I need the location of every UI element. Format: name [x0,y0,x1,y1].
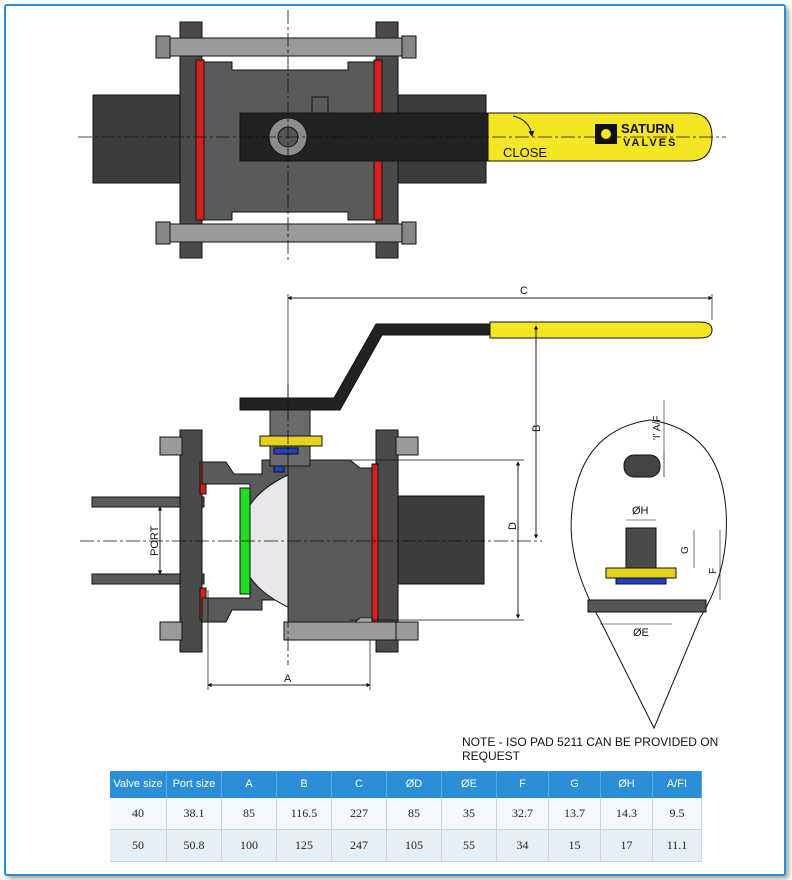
section-body-right [287,459,373,627]
header-c: C [331,771,387,798]
dim-f-label: F [708,568,719,574]
cell: 227 [331,798,387,830]
top-bolt-upper [159,37,413,57]
brand-name: SATURN [621,121,674,136]
cell: 34 [496,829,549,862]
dim-c-label: C [520,285,528,297]
header-valve-size: Valve size [110,771,167,798]
spec-table: Valve size Port size A B C ØD ØE F G ØH … [110,771,702,862]
top-bolt-lower [159,223,413,243]
cell: 14.3 [600,798,653,830]
cell: 116.5 [276,798,332,830]
top-view [92,21,713,259]
table-row: 40 38.1 85 116.5 227 85 35 32.7 13.7 14.… [110,798,702,830]
cell: 85 [221,798,277,830]
dim-a-label: A [284,673,292,685]
cell: 40 [110,798,167,830]
cell: 85 [386,798,442,830]
cell: 15 [548,829,601,862]
brand-subname: VALVES [623,137,677,149]
dim-g-label: G [680,546,691,554]
header-port-size: Port size [166,771,222,798]
dim-h-label: ØH [632,505,649,517]
cell: 125 [276,829,332,862]
cell: 247 [331,829,387,862]
header-g: G [548,771,601,798]
section-pipe-left-top [91,496,205,508]
cell: 9.5 [652,798,702,830]
dimension-lines [157,294,713,690]
dim-d-label: D [507,522,519,530]
dim-af-label: 'I' A/F [652,416,663,440]
close-arrow-icon [512,115,535,137]
cell: 32.7 [496,798,549,830]
section-handle-arm [239,323,493,411]
cell: 35 [441,798,497,830]
dim-b-label: B [531,425,543,432]
header-f: F [496,771,549,798]
port-label: PORT [149,525,161,556]
iso-note: NOTE - ISO PAD 5211 CAN BE PROVIDED ON R… [462,735,719,763]
section-view [91,321,713,653]
header-d: ØD [386,771,442,798]
header-afi: A/FI [652,771,702,798]
header-a: A [221,771,277,798]
dim-e-label: ØE [633,627,649,639]
section-seal-right [371,463,379,623]
cell: 13.7 [548,798,601,830]
cell: 50 [110,829,167,862]
header-b: B [276,771,332,798]
section-pipe-left-bottom [91,573,205,585]
close-label: CLOSE [503,145,547,160]
table-row: 50 50.8 100 125 247 105 55 34 15 17 11.1 [110,829,702,862]
header-h: ØH [600,771,653,798]
detail-bubble: 'I' A/F ØH ØE G F [570,400,727,730]
cell: 17 [600,829,653,862]
section-pipe-right [397,495,485,585]
section-handle-grip [489,321,713,339]
section-gland [259,435,323,447]
header-e: ØE [441,771,497,798]
cell: 50.8 [166,829,222,862]
top-pipe-left [92,94,184,184]
cell: 100 [221,829,277,862]
cell: 55 [441,829,497,862]
cell: 105 [386,829,442,862]
cell: 11.1 [652,829,702,862]
top-seal-left [195,59,205,221]
cell: 38.1 [166,798,222,830]
spec-header-row: Valve size Port size A B C ØD ØE F G ØH … [110,771,702,798]
brand-logo: SATURN VALVES [595,121,677,149]
